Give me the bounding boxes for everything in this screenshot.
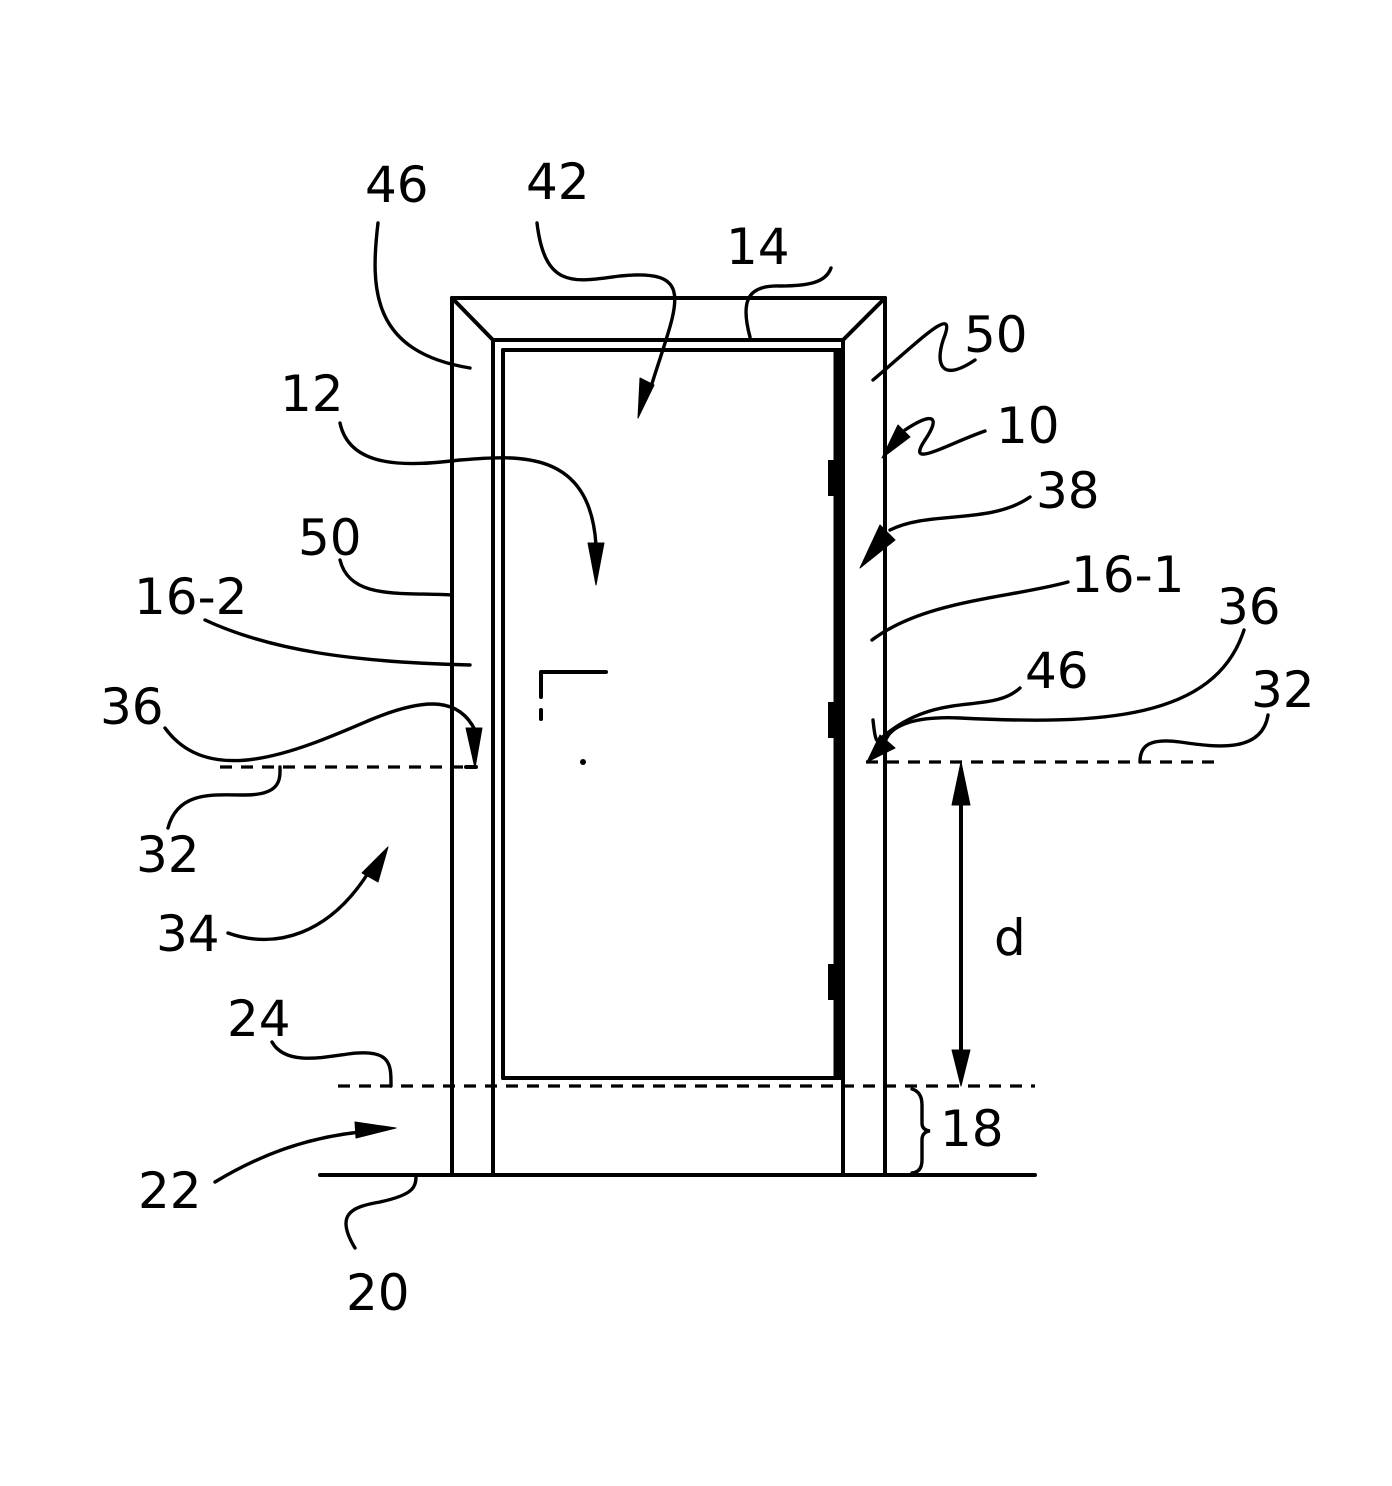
label-50-right: 50 [964, 306, 1028, 364]
label-16-1-jamb: 16-1 [1071, 546, 1184, 604]
label-20-floor: 20 [346, 1264, 410, 1322]
leader-24-door-bottom [270, 1040, 393, 1088]
leader-50-right [871, 322, 977, 382]
leader-14-header [744, 266, 833, 339]
leader-32-right [1138, 713, 1270, 764]
label-24-door-bottom: 24 [227, 990, 291, 1048]
label-32-left: 32 [136, 826, 200, 884]
leader-50-left [338, 558, 454, 597]
leader-46-miter [373, 221, 472, 370]
leader-46-right [871, 686, 1022, 743]
leader-36-left-arrowhead [465, 727, 483, 769]
leader-16-2-jamb [203, 618, 472, 667]
hinge-middle [828, 702, 838, 738]
leader-22-arrowhead [354, 1121, 397, 1139]
leader-12-door [338, 421, 598, 547]
label-46-miter: 46 [365, 156, 429, 214]
label-36-left: 36 [100, 678, 164, 736]
label-18-gap-height: 18 [940, 1100, 1004, 1158]
label-38-hinge-side: 38 [1036, 462, 1100, 520]
label-d-distance: d [994, 909, 1026, 967]
leader-12-arrowhead [587, 542, 605, 586]
dimension-d-arrow-down [951, 1049, 971, 1087]
leader-42-arrowhead [637, 377, 655, 419]
leader-38-arrowhead [859, 524, 896, 569]
leader-42-door-face [535, 221, 677, 392]
door-handle-mark [539, 670, 608, 699]
gap-brace [910, 1087, 931, 1175]
label-36-right: 36 [1217, 578, 1281, 636]
leader-36-right [883, 628, 1246, 744]
leader-20-floor [344, 1174, 418, 1250]
dimension-d-arrow-up [951, 761, 971, 806]
leader-34-lower-region [226, 868, 372, 942]
label-14-header: 14 [726, 218, 790, 276]
hinge-bottom [828, 964, 838, 1000]
leader-10-assembly [903, 416, 987, 456]
leader-32-left [166, 765, 282, 830]
leader-36-right-arrowhead [866, 734, 896, 763]
leader-36-left [163, 702, 477, 763]
leader-16-1-jamb [870, 580, 1070, 642]
label-12-door: 12 [280, 365, 344, 423]
label-50-left: 50 [298, 509, 362, 567]
door-keyhole-dot [580, 759, 586, 765]
leader-34-arrowhead [361, 846, 389, 883]
leader-22-gap [213, 1130, 362, 1184]
door-slab [501, 348, 843, 1080]
frame-miter-left [450, 296, 495, 342]
leader-10-arrowhead [881, 424, 911, 459]
label-10-assembly: 10 [996, 397, 1060, 455]
leader-38-hinge-side [888, 495, 1032, 532]
label-42-door-face: 42 [526, 153, 590, 211]
label-16-2-jamb: 16-2 [134, 568, 247, 626]
dimension-d [951, 761, 971, 1087]
label-34-lower-region: 34 [156, 905, 220, 963]
door-frame [450, 296, 887, 1177]
hinge-top [828, 460, 838, 496]
label-46-right: 46 [1025, 642, 1089, 700]
label-32-right: 32 [1251, 661, 1315, 719]
frame-miter-right [841, 296, 887, 342]
label-22-gap: 22 [138, 1162, 202, 1220]
